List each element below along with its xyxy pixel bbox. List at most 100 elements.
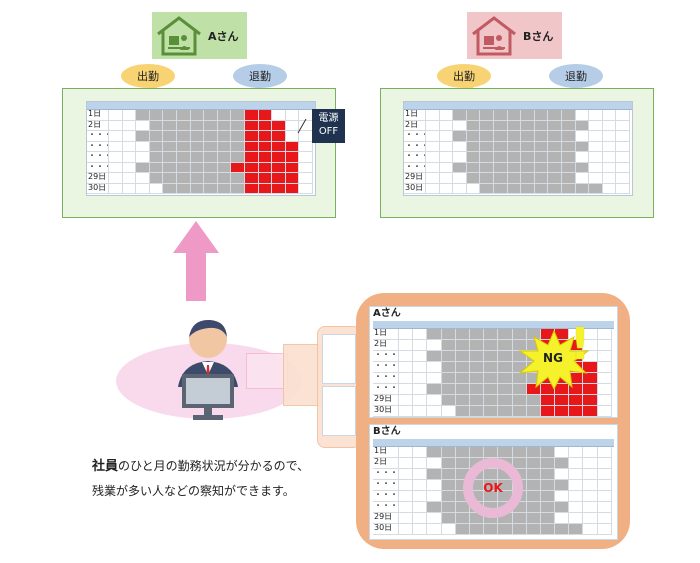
overtime-cell (285, 162, 300, 173)
work-cell (217, 120, 232, 131)
card-title-b: Bさん (373, 426, 401, 437)
work-cell (561, 183, 576, 194)
manager-icon (178, 319, 238, 420)
work-cell (441, 458, 456, 469)
work-cell (512, 384, 527, 395)
work-cell (561, 173, 576, 184)
empty-cell (589, 162, 603, 173)
user-a-name: Aさん (208, 29, 239, 43)
work-cell (521, 183, 535, 194)
empty-cell (597, 480, 612, 491)
work-cell (441, 513, 456, 524)
empty-cell (122, 183, 137, 194)
overtime-cell (244, 152, 259, 163)
empty-cell (399, 395, 414, 406)
work-cell (441, 395, 456, 406)
work-cell (480, 131, 494, 142)
work-cell (507, 131, 522, 142)
empty-cell (602, 162, 617, 173)
overtime-cell (258, 131, 273, 142)
work-cell (507, 141, 522, 152)
empty-cell (299, 152, 313, 163)
work-cell (534, 131, 549, 142)
empty-cell (597, 395, 612, 406)
work-cell (575, 141, 590, 152)
empty-cell (109, 152, 123, 163)
empty-cell (555, 491, 570, 502)
empty-cell (122, 120, 137, 131)
overtime-cell (285, 173, 300, 184)
row-label: 2日 (87, 120, 109, 131)
work-cell (453, 162, 467, 173)
overtime-cell (540, 395, 556, 406)
clock-out-bubble-b: 退勤 (549, 64, 603, 88)
empty-cell (597, 384, 612, 395)
row-label: ・・・ (373, 469, 399, 480)
work-cell (466, 110, 481, 121)
work-cell (231, 141, 245, 152)
work-cell (204, 120, 218, 131)
work-cell (548, 173, 562, 184)
work-cell (484, 524, 499, 535)
row-label: ・・・ (373, 373, 399, 384)
empty-cell (122, 152, 137, 163)
empty-cell (597, 524, 612, 535)
work-cell (163, 131, 177, 142)
empty-cell (413, 513, 428, 524)
work-cell (480, 152, 494, 163)
work-cell (512, 502, 527, 513)
empty-cell (602, 131, 617, 142)
row-label: ・・・ (87, 141, 109, 152)
work-cell (469, 406, 485, 417)
empty-cell (427, 513, 442, 524)
work-cell (455, 395, 470, 406)
empty-cell (149, 183, 164, 194)
empty-cell (575, 131, 590, 142)
overtime-cell (569, 395, 584, 406)
work-cell (190, 141, 205, 152)
work-cell (480, 110, 494, 121)
empty-cell (569, 480, 584, 491)
work-cell (427, 351, 442, 362)
overtime-cell (526, 384, 541, 395)
overtime-cell (583, 384, 598, 395)
empty-cell (426, 110, 440, 121)
work-cell (498, 373, 513, 384)
empty-cell (399, 406, 414, 417)
work-cell (534, 141, 549, 152)
work-cell (493, 141, 508, 152)
empty-cell (413, 406, 428, 417)
empty-cell (122, 141, 137, 152)
work-cell (163, 162, 177, 173)
work-cell (190, 110, 205, 121)
empty-cell (589, 173, 603, 184)
work-cell (455, 447, 470, 458)
work-cell (526, 480, 541, 491)
empty-cell (136, 141, 150, 152)
empty-cell (453, 141, 467, 152)
work-cell (441, 502, 456, 513)
caption-line2: 残業が多い人などの察知ができます。 (92, 484, 295, 498)
work-cell (484, 447, 499, 458)
empty-cell (109, 131, 123, 142)
power-off-line2: OFF (318, 126, 339, 137)
work-cell (526, 458, 541, 469)
work-cell (507, 162, 522, 173)
ok-badge: OK (483, 481, 503, 495)
empty-cell (439, 183, 454, 194)
work-cell (466, 152, 481, 163)
work-cell (217, 131, 232, 142)
row-label: ・・・ (87, 152, 109, 163)
work-cell (441, 480, 456, 491)
timesheet-header (373, 321, 614, 329)
work-cell (526, 469, 541, 480)
empty-cell (136, 173, 150, 184)
empty-cell (569, 491, 584, 502)
work-cell (498, 362, 513, 373)
empty-cell (122, 110, 137, 121)
empty-cell (439, 152, 454, 163)
empty-cell (575, 173, 590, 184)
row-label: 30日 (87, 183, 109, 194)
empty-cell (399, 502, 414, 513)
